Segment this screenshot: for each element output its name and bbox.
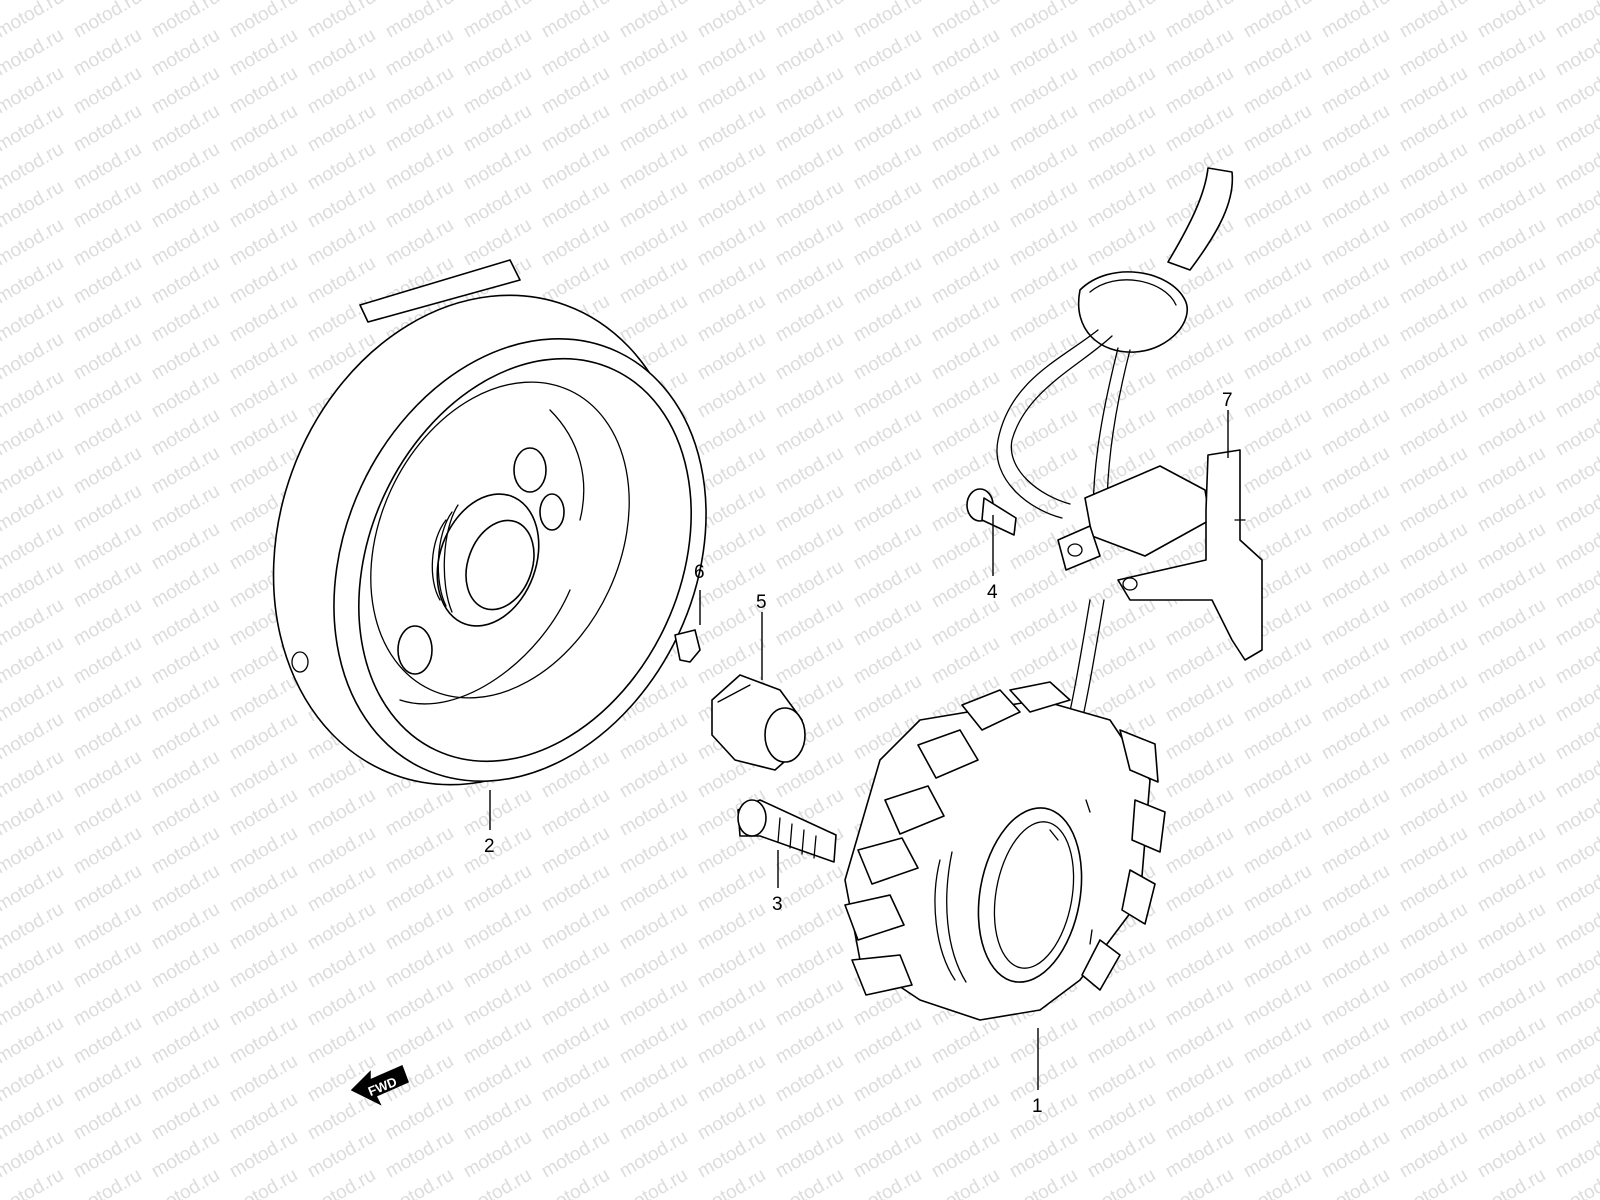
spacer-collar <box>711 674 806 771</box>
callout-6: 6 <box>694 562 705 583</box>
wire-harness <box>996 167 1234 541</box>
clamp-screw <box>966 488 1017 536</box>
woodruff-key <box>674 629 701 663</box>
stator-assembly <box>844 599 1166 1021</box>
callout-labels: 1 2 3 4 5 6 7 <box>484 390 1233 1117</box>
forward-arrow-icon: FWD <box>350 1064 409 1106</box>
callout-5: 5 <box>756 592 767 613</box>
stator-bolt <box>737 799 837 863</box>
callout-2: 2 <box>484 836 495 857</box>
watermark-text: motod.ru <box>1552 0 1600 42</box>
flywheel-rotor <box>272 259 707 786</box>
wire-clamp-bracket <box>1057 449 1263 661</box>
callout-4: 4 <box>987 582 998 603</box>
callout-3: 3 <box>772 894 783 915</box>
callout-7: 7 <box>1222 390 1233 411</box>
callout-1: 1 <box>1032 1096 1043 1117</box>
leader-lines <box>489 410 1229 1090</box>
